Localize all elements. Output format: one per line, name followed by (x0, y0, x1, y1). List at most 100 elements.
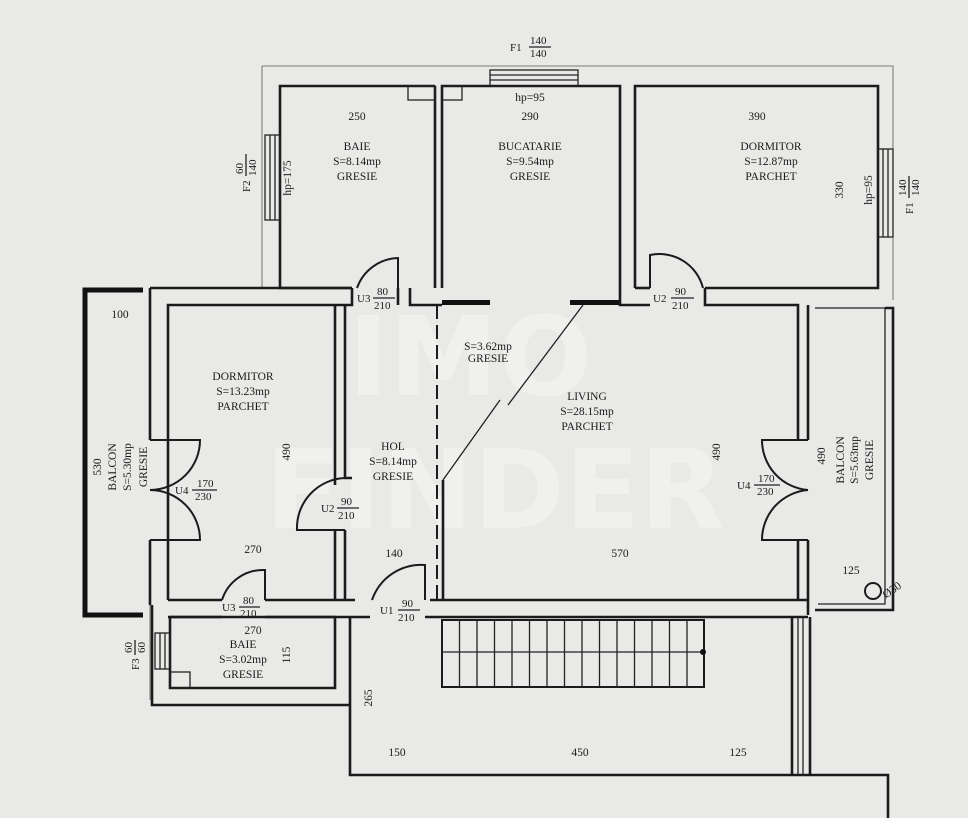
door-u4-left-swing[interactable] (149, 439, 202, 541)
door-width: 80 (377, 286, 389, 298)
door-code: U3 (357, 293, 371, 305)
door-width: 170 (758, 473, 775, 485)
room-floor: GRESIE (373, 471, 413, 483)
room-floor: PARCHET (217, 401, 268, 413)
door-height: 210 (398, 612, 415, 624)
door-height: 230 (195, 491, 212, 503)
room-floor: GRESIE (223, 669, 263, 681)
door-code: U4 (737, 480, 751, 492)
room-dormitor-left: DORMITOR S=13.23mp PARCHET 490 270 (212, 371, 293, 556)
dim-width: 390 (748, 111, 766, 123)
label-door-u2-top: U2 90 210 (653, 286, 694, 312)
door-u1-swing[interactable] (371, 563, 426, 601)
door-code: U1 (380, 605, 393, 617)
dim-width: 570 (611, 548, 629, 560)
label-door-u1: U1 90 210 (380, 598, 420, 624)
door-u4-right-swing[interactable] (760, 439, 809, 541)
window-code: F1 (904, 202, 916, 214)
window-code: F2 (241, 180, 253, 192)
dim-width: 125 (842, 565, 860, 577)
window-code: F3 (130, 658, 142, 670)
label-door-u3-top: U3 80 210 (357, 286, 395, 312)
room-name: BALCON (835, 436, 847, 484)
window-width: 60 (123, 642, 135, 654)
door-height: 230 (757, 486, 774, 498)
door-height: 210 (374, 300, 391, 312)
room-dormitor-right: 390 DORMITOR S=12.87mp PARCHET 330 hp=95 (740, 111, 875, 205)
room-floor: PARCHET (561, 421, 612, 433)
room-balcon-right: 490 BALCON S=5.63mp GRESIE 125 Ø30 (816, 436, 904, 601)
room-name: DORMITOR (740, 141, 801, 153)
door-width: 80 (243, 595, 255, 607)
room-bucatarie: hp=95 290 BUCATARIE S=9.54mp GRESIE (498, 92, 562, 183)
door-u3-top-swing[interactable] (356, 256, 399, 289)
room-name: BALCON (107, 443, 119, 491)
room-floor: GRESIE (468, 353, 508, 365)
label-window-f3: F3 60 60 (123, 640, 148, 670)
label-door-u3-bottom: U3 80 210 (222, 595, 260, 620)
staircase (441, 619, 706, 688)
room-area: S=12.87mp (744, 156, 798, 168)
door-width: 90 (675, 286, 687, 298)
room-floor: PARCHET (745, 171, 796, 183)
door-height: 210 (672, 300, 689, 312)
room-floor: GRESIE (337, 171, 377, 183)
dim-width: 100 (111, 309, 129, 321)
door-width: 90 (341, 496, 353, 508)
room-area: S=28.15mp (560, 406, 614, 418)
room-living: LIVING S=28.15mp PARCHET 570 490 (560, 391, 723, 560)
room-name: BAIE (344, 141, 371, 153)
dim-stair-width: 450 (571, 747, 589, 759)
label-window-f1-top: F1 140 140 (510, 35, 551, 60)
dim-stair-right: 125 (729, 747, 747, 759)
door-width: 90 (402, 598, 414, 610)
label-window-f1-right: F1 140 140 (897, 176, 922, 214)
window-height: 60 (136, 642, 148, 654)
room-name: LIVING (567, 391, 607, 403)
room-area: S=9.54mp (506, 156, 554, 168)
door-height: 210 (240, 608, 257, 620)
dim-height: 330 (834, 181, 846, 199)
room-name: BUCATARIE (498, 141, 562, 153)
walls-middle (148, 286, 810, 619)
room-baie-small: 270 BAIE S=3.02mp GRESIE 115 (219, 625, 293, 681)
watermark: IMO FINDER (265, 293, 724, 554)
label-door-u4-left: U4 170 230 (175, 478, 217, 503)
label-window-f2: F2 60 140 (234, 154, 259, 192)
door-u2-hol-swing[interactable] (295, 477, 346, 531)
drain-icon (864, 582, 882, 600)
balcony-left (82, 287, 143, 618)
room-area: S=8.14mp (369, 456, 417, 468)
window-f1-top (489, 69, 579, 87)
window-f2-sill: hp=175 (282, 160, 294, 195)
dim-height: 530 (92, 458, 104, 476)
watermark-bottom: FINDER (265, 426, 724, 554)
room-area: S=13.23mp (216, 386, 270, 398)
room-area: S=3.02mp (219, 654, 267, 666)
room-baie-top: 250 BAIE S=8.14mp GRESIE (333, 111, 381, 183)
room-name: BAIE (230, 639, 257, 651)
window-f2 (264, 134, 281, 221)
window-height: 140 (247, 159, 259, 176)
room-area: S=5.63mp (849, 436, 861, 484)
balcony-right (815, 306, 895, 612)
door-u3-bottom-swing[interactable] (221, 568, 266, 601)
dim-stair-depth: 265 (363, 689, 375, 707)
sill-height: hp=95 (515, 92, 545, 104)
sill-height: hp=95 (863, 175, 875, 205)
room-balcon-left: 100 530 BALCON S=5.30mp GRESIE (92, 309, 150, 491)
dim-height: 115 (281, 646, 293, 663)
window-width: 140 (530, 35, 547, 47)
entry-dims: 265 150 450 125 (363, 689, 747, 759)
window-width: 60 (234, 163, 246, 175)
walls-baie-small (150, 605, 350, 707)
door-u2-top-swing[interactable] (649, 253, 704, 289)
window-f3 (154, 632, 171, 670)
dim-width: 140 (385, 548, 403, 560)
dim-height: 490 (281, 443, 293, 461)
room-name: HOL (381, 441, 405, 453)
door-code: U3 (222, 602, 236, 614)
room-area: S=5.30mp (122, 443, 134, 491)
window-height: 140 (910, 179, 922, 196)
